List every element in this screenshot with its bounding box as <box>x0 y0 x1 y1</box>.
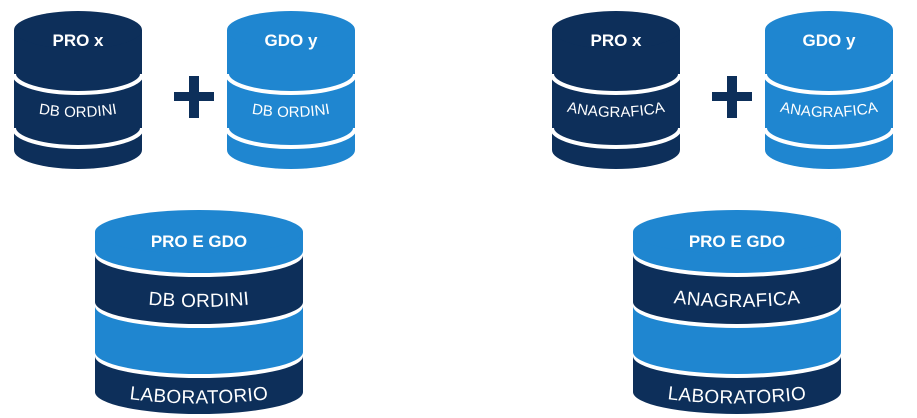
plus-icon <box>174 76 214 118</box>
db-gdo-y-anagrafica: GDO y ANAGRAFICA <box>763 11 895 169</box>
db-top-label: GDO y <box>265 31 318 50</box>
db-top-label: PRO E GDO <box>689 232 785 251</box>
db-pro-x-anagrafica: PRO x ANAGRAFICA <box>550 11 682 169</box>
plus-icon <box>712 76 752 118</box>
db-top-label: PRO E GDO <box>151 232 247 251</box>
db-band-label: DB ORDINI <box>38 101 118 121</box>
db-pro-x-ordini: PRO x DB ORDINI <box>12 11 144 169</box>
db-band-label: ANAGRAFICA <box>566 99 666 121</box>
db-band-label: DB ORDINI <box>251 101 331 121</box>
db-gdo-y-ordini: GDO y DB ORDINI <box>225 11 357 169</box>
db-band-label: ANAGRAFICA <box>779 99 879 121</box>
db-top-label: GDO y <box>803 31 856 50</box>
db-pro-e-gdo-ordini: PRO E GDO DB ORDINI LABORATORIO <box>95 210 303 414</box>
db-band-label: DB ORDINI <box>148 289 251 312</box>
db-pro-e-gdo-anagrafica: PRO E GDO ANAGRAFICA LABORATORIO <box>633 210 841 414</box>
db-top-label: PRO x <box>590 31 642 50</box>
db-top-label: PRO x <box>52 31 104 50</box>
db-band-label: ANAGRAFICA <box>673 287 801 312</box>
